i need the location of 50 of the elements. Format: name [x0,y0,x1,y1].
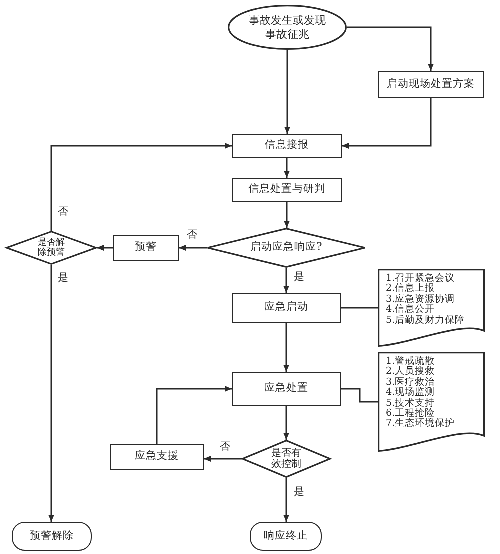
arrow [179,245,207,251]
decision-diamond: 是否有效控制 [242,440,331,478]
edge-label: 否 [186,229,199,242]
process-box: 应急启动 [232,293,341,323]
decision-diamond: 启动应急响应? [207,228,366,268]
process-box: 信息处置与研判 [232,178,342,202]
edge-label: 是 [57,272,70,284]
connector-line [341,307,378,309]
list-item: 3.应急资源协调 [386,294,456,305]
process-box: 应急处置 [232,372,341,406]
arrow [284,202,290,228]
list-item: 1.警戒疏散 [386,357,436,367]
arrow [284,323,290,372]
arrow [284,478,290,522]
document-shape [378,269,485,347]
arrow [347,26,434,71]
list-item: 4.现场监测 [386,388,436,398]
arrow [204,456,242,462]
list-item: 7.生态环境保护 [386,419,456,430]
edge-label: 否 [219,441,232,454]
start-oval: 事故发生或发现事故征兆 [228,5,347,50]
edge-label: 是 [293,271,306,284]
list-item: 2.信息上报 [386,284,436,294]
process-box: 启动现场处置方案 [378,71,484,98]
list-item: 2.人员搜救 [386,367,436,378]
terminal-box: 预警解除 [12,522,92,551]
arrow [156,386,232,444]
edge-label: 是 [293,486,306,498]
process-box: 预警 [113,235,179,261]
list-item: 3.医疗救治 [386,378,436,388]
edge-label: 否 [57,206,70,218]
list-item: 1.召开紧急会议 [386,274,456,284]
list-item: 6.工程抢险 [386,409,436,420]
decision-diamond: 是否解除预警 [6,231,97,265]
arrow [342,98,432,149]
process-box: 信息接报 [232,134,342,158]
list-item: 4.信息公开 [386,305,436,316]
process-box: 应急支援 [110,444,204,470]
arrow [284,50,290,134]
list-item: 5.后勤及财力保障 [386,316,466,326]
list-item: 5.技术支持 [386,398,436,409]
arrow [284,158,290,178]
arrow [50,143,232,231]
terminal-box: 响应终止 [250,522,322,551]
arrow [48,265,54,522]
arrow [284,406,290,440]
arrow [284,268,290,293]
connector-line [341,388,378,403]
arrow [97,245,113,251]
document-shape [378,352,485,452]
